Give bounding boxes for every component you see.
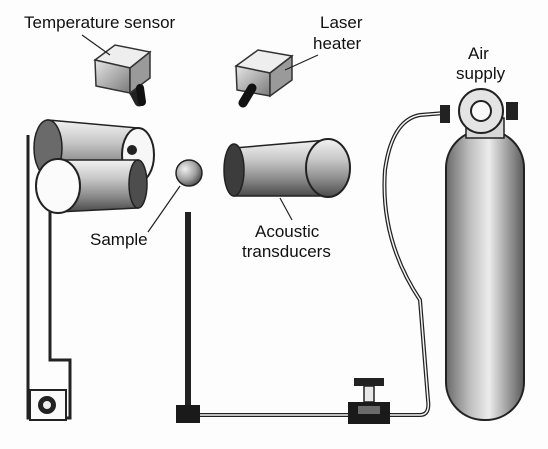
air-supply-label-line1: Air bbox=[468, 44, 489, 63]
laser-heater-pointer bbox=[284, 54, 319, 71]
left-transducer-front bbox=[35, 158, 148, 214]
temperature-sensor-label: Temperature sensor bbox=[24, 13, 176, 32]
sample-label: Sample bbox=[90, 230, 148, 249]
acoustic-transducers-label-line1: Acoustic bbox=[255, 222, 320, 241]
acoustic-transducers-pointer bbox=[279, 197, 293, 221]
air-tank bbox=[445, 117, 525, 421]
air-valve-icon[interactable] bbox=[348, 378, 390, 424]
center-post bbox=[185, 212, 191, 412]
tube-to-tank bbox=[382, 111, 446, 417]
temperature-sensor-pointer bbox=[81, 34, 111, 56]
regulator-gauge-icon bbox=[440, 88, 518, 134]
right-transducer bbox=[223, 138, 351, 198]
sample-ball bbox=[175, 159, 203, 187]
laser-heater-icon bbox=[234, 49, 294, 108]
air-supply-label-line2: supply bbox=[456, 64, 506, 83]
acoustic-transducers-label-line2: transducers bbox=[242, 242, 331, 261]
laser-heater-label-line2: heater bbox=[313, 34, 362, 53]
sample-pointer bbox=[147, 185, 181, 233]
left-stand-frame bbox=[26, 135, 72, 420]
temperature-sensor-icon bbox=[93, 44, 152, 107]
center-post-base bbox=[176, 405, 200, 423]
laser-heater-label-line1: Laser bbox=[320, 13, 363, 32]
